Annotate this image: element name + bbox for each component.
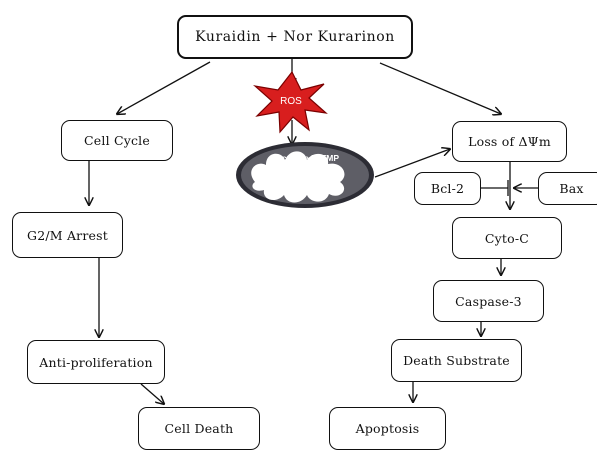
node-bax: Bax: [538, 172, 597, 205]
arrow-tmp-to-loss: [374, 149, 450, 178]
node-anti-proliferation: Anti-proliferation: [27, 340, 165, 384]
arrow-top-to-cell-cycle: [117, 61, 211, 114]
node-cell-death: Cell Death: [138, 407, 260, 450]
node-loss-of-potential: Loss of ΔΨm: [452, 121, 567, 162]
arrow-top-to-loss: [379, 62, 501, 114]
node-g2m-arrest: G2/M Arrest: [12, 212, 123, 258]
node-cell-cycle: Cell Cycle: [61, 120, 173, 161]
mitochondria-cloud-icon: [251, 151, 345, 203]
node-bcl-2: Bcl-2: [414, 172, 481, 205]
node-death-substrate: Death Substrate: [391, 339, 522, 382]
node-apoptosis: Apoptosis: [329, 407, 446, 450]
node-kuraidin-nor-kurarinon: Kuraidin + Nor Kurarinon: [177, 15, 413, 59]
tmp-label: Decrease in TMP: [271, 153, 339, 163]
node-caspase-3: Caspase-3: [433, 280, 544, 322]
ros-label: ROS: [280, 96, 302, 107]
tmp-node: Decrease in TMP: [236, 142, 374, 208]
arrow-antiprolif-to-cell-death: [140, 383, 164, 404]
ros-burst: ROS: [253, 70, 328, 134]
node-cyto-c: Cyto-C: [452, 217, 562, 259]
ros-burst-shape: [253, 70, 328, 134]
